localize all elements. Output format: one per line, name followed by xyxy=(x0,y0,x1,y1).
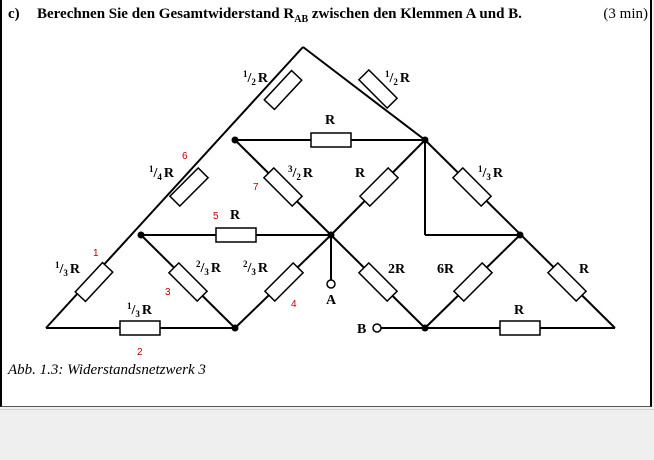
resistor-2r xyxy=(357,261,399,303)
question-time: (3 min) xyxy=(603,6,648,22)
annotation-3: 3 xyxy=(165,287,171,298)
resistor-bottom-horizontal-right xyxy=(499,320,541,336)
resistor-center-right-diag xyxy=(358,166,400,208)
resistor-right-upper xyxy=(451,166,493,208)
resistor-center-left-diag xyxy=(262,166,304,208)
resistor-top-right xyxy=(357,68,399,110)
exercise-sheet xyxy=(0,0,652,407)
resistor-bottom-horizontal-left xyxy=(119,320,161,336)
annotation-5: 5 xyxy=(213,211,219,222)
junction-center xyxy=(327,231,335,239)
label-far-right: R xyxy=(579,262,590,277)
label-bottom-horizontal-right: R xyxy=(514,303,525,318)
resistor-mid-left xyxy=(168,166,210,208)
label-center-right-diag: R xyxy=(355,166,366,181)
resistor-bottom-left xyxy=(74,261,114,303)
resistor-upper-horizontal xyxy=(310,132,352,148)
terminal-b-label: B xyxy=(357,322,366,337)
annotation-6: 6 xyxy=(182,151,188,162)
question-text-subscript: AB xyxy=(294,14,309,25)
question-text-rest: zwischen den Klemmen A und B. xyxy=(308,6,522,22)
annotation-numbers: 1 2 3 4 5 6 7 xyxy=(93,151,297,358)
wire-right-upper xyxy=(302,46,426,141)
junctions xyxy=(137,136,524,333)
terminal-b-circle xyxy=(372,323,382,333)
label-middle-horizontal: R xyxy=(230,208,241,223)
label-2r: 2R xyxy=(388,262,406,277)
terminal-a-label: A xyxy=(326,293,337,308)
annotation-4: 4 xyxy=(291,299,297,310)
annotation-7: 7 xyxy=(253,182,259,193)
junction-mid-right xyxy=(516,231,524,239)
resistors xyxy=(74,68,588,336)
resistor-right-inner xyxy=(263,261,305,303)
annotation-2: 2 xyxy=(137,347,143,358)
terminal-a-circle xyxy=(326,279,336,289)
junction-upper-right xyxy=(421,136,429,144)
bottom-strip xyxy=(0,409,654,460)
resistor-left-inner xyxy=(167,261,209,303)
figure-caption: Abb. 1.3: Widerstandsnetzwerk 3 xyxy=(8,362,206,378)
wires xyxy=(45,46,616,329)
resistor-6r xyxy=(452,261,494,303)
label-6r: 6R xyxy=(437,262,455,277)
question-text: Berechnen Sie den Gesamtwiderstand RAB z… xyxy=(37,6,522,25)
junction-bottom-center xyxy=(421,324,429,332)
junction-mid-left xyxy=(137,231,145,239)
resistor-far-right xyxy=(546,261,588,303)
junction-bottom-left xyxy=(231,324,239,332)
resistor-middle-horizontal xyxy=(215,227,257,243)
label-upper-horizontal: R xyxy=(325,113,336,128)
question-letter: c) xyxy=(8,6,20,22)
resistor-top-left xyxy=(263,69,303,111)
annotation-1: 1 xyxy=(93,248,99,259)
junction-upper-left xyxy=(231,136,239,144)
question-text-main: Berechnen Sie den Gesamtwiderstand R xyxy=(37,6,295,22)
